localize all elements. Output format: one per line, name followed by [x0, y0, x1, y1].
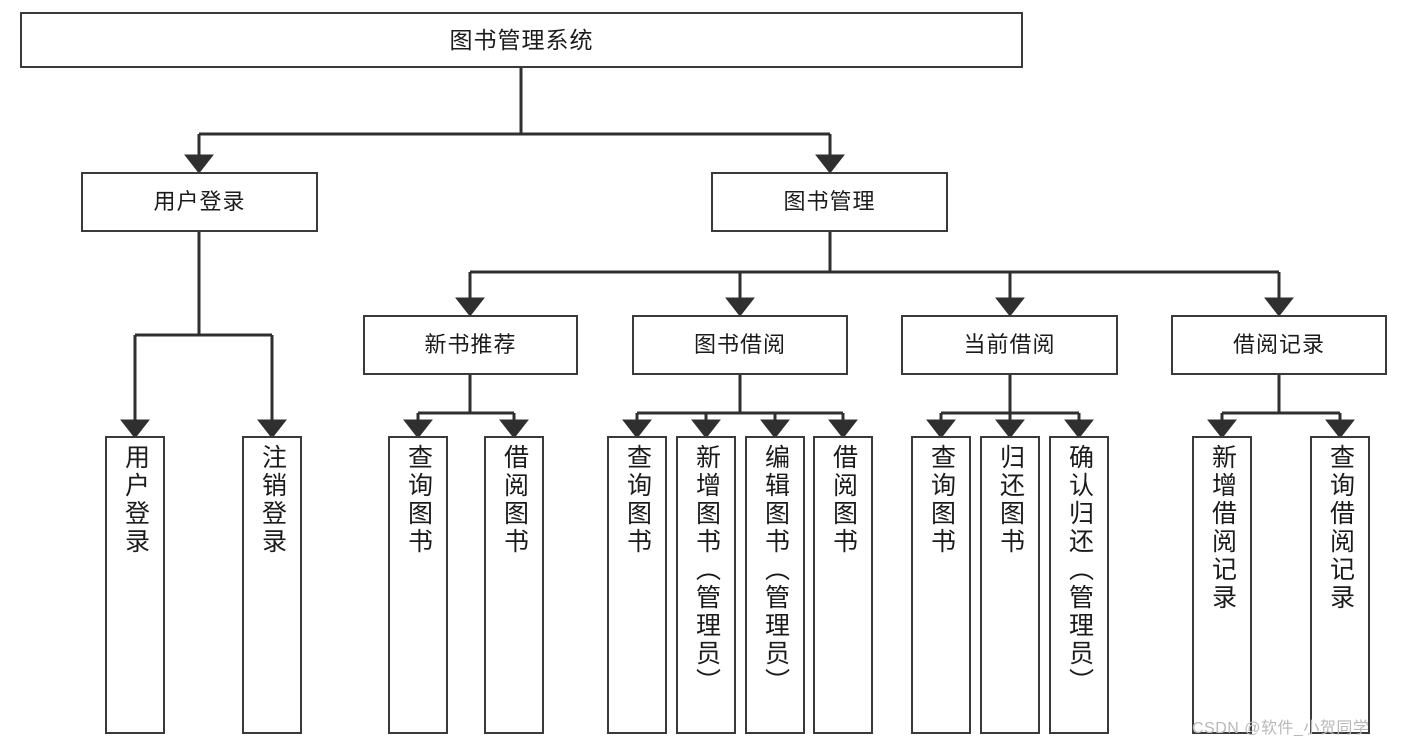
node-book-borrow[interactable]: 图书借阅 — [632, 315, 848, 375]
leaf-query-book-recommend[interactable]: 查询图书 — [388, 436, 448, 734]
node-current-borrow[interactable]: 当前借阅 — [901, 315, 1118, 375]
node-label: 图书管理 — [783, 189, 876, 215]
node-root-book-management-system[interactable]: 图书管理系统 — [20, 12, 1023, 68]
node-label: 查询图书 — [404, 444, 433, 556]
node-label: 新增图书（管理员） — [692, 444, 721, 696]
leaf-edit-book-admin[interactable]: 编辑图书（管理员） — [745, 436, 805, 734]
node-label: 查询图书 — [623, 444, 652, 556]
node-label: 注销登录 — [258, 444, 287, 556]
node-label: 借阅图书 — [829, 444, 858, 556]
node-user-login[interactable]: 用户登录 — [81, 172, 318, 232]
node-label: 用户登录 — [153, 189, 246, 215]
node-book-management[interactable]: 图书管理 — [711, 172, 948, 232]
leaf-borrow-book[interactable]: 借阅图书 — [813, 436, 873, 734]
node-label: 用户登录 — [121, 444, 150, 556]
node-label: 当前借阅 — [963, 332, 1056, 358]
node-label: 查询借阅记录 — [1326, 444, 1355, 612]
leaf-query-book-current[interactable]: 查询图书 — [911, 436, 971, 734]
leaf-query-borrow-record[interactable]: 查询借阅记录 — [1310, 436, 1370, 734]
node-label: 确认归还（管理员） — [1065, 444, 1094, 696]
node-label: 新书推荐 — [424, 332, 517, 358]
leaf-borrow-book-recommend[interactable]: 借阅图书 — [484, 436, 544, 734]
leaf-query-book-borrow[interactable]: 查询图书 — [607, 436, 667, 734]
node-label: 编辑图书（管理员） — [761, 444, 790, 696]
leaf-add-borrow-record[interactable]: 新增借阅记录 — [1192, 436, 1252, 734]
leaf-return-book[interactable]: 归还图书 — [980, 436, 1040, 734]
node-label: 归还图书 — [996, 444, 1025, 556]
node-new-book-recommend[interactable]: 新书推荐 — [363, 315, 578, 375]
node-label: 图书管理系统 — [449, 26, 594, 53]
leaf-logout-login[interactable]: 注销登录 — [242, 436, 302, 734]
node-label: 新增借阅记录 — [1208, 444, 1237, 612]
leaf-confirm-return-admin[interactable]: 确认归还（管理员） — [1049, 436, 1109, 734]
node-borrow-records[interactable]: 借阅记录 — [1171, 315, 1387, 375]
leaf-user-login[interactable]: 用户登录 — [105, 436, 165, 734]
node-label: 借阅记录 — [1232, 332, 1325, 358]
node-label: 借阅图书 — [500, 444, 529, 556]
csdn-watermark: CSDN @软件_小贺同学 — [1192, 720, 1370, 737]
leaf-add-book-admin[interactable]: 新增图书（管理员） — [676, 436, 736, 734]
node-label: 图书借阅 — [693, 332, 786, 358]
node-label: 查询图书 — [927, 444, 956, 556]
